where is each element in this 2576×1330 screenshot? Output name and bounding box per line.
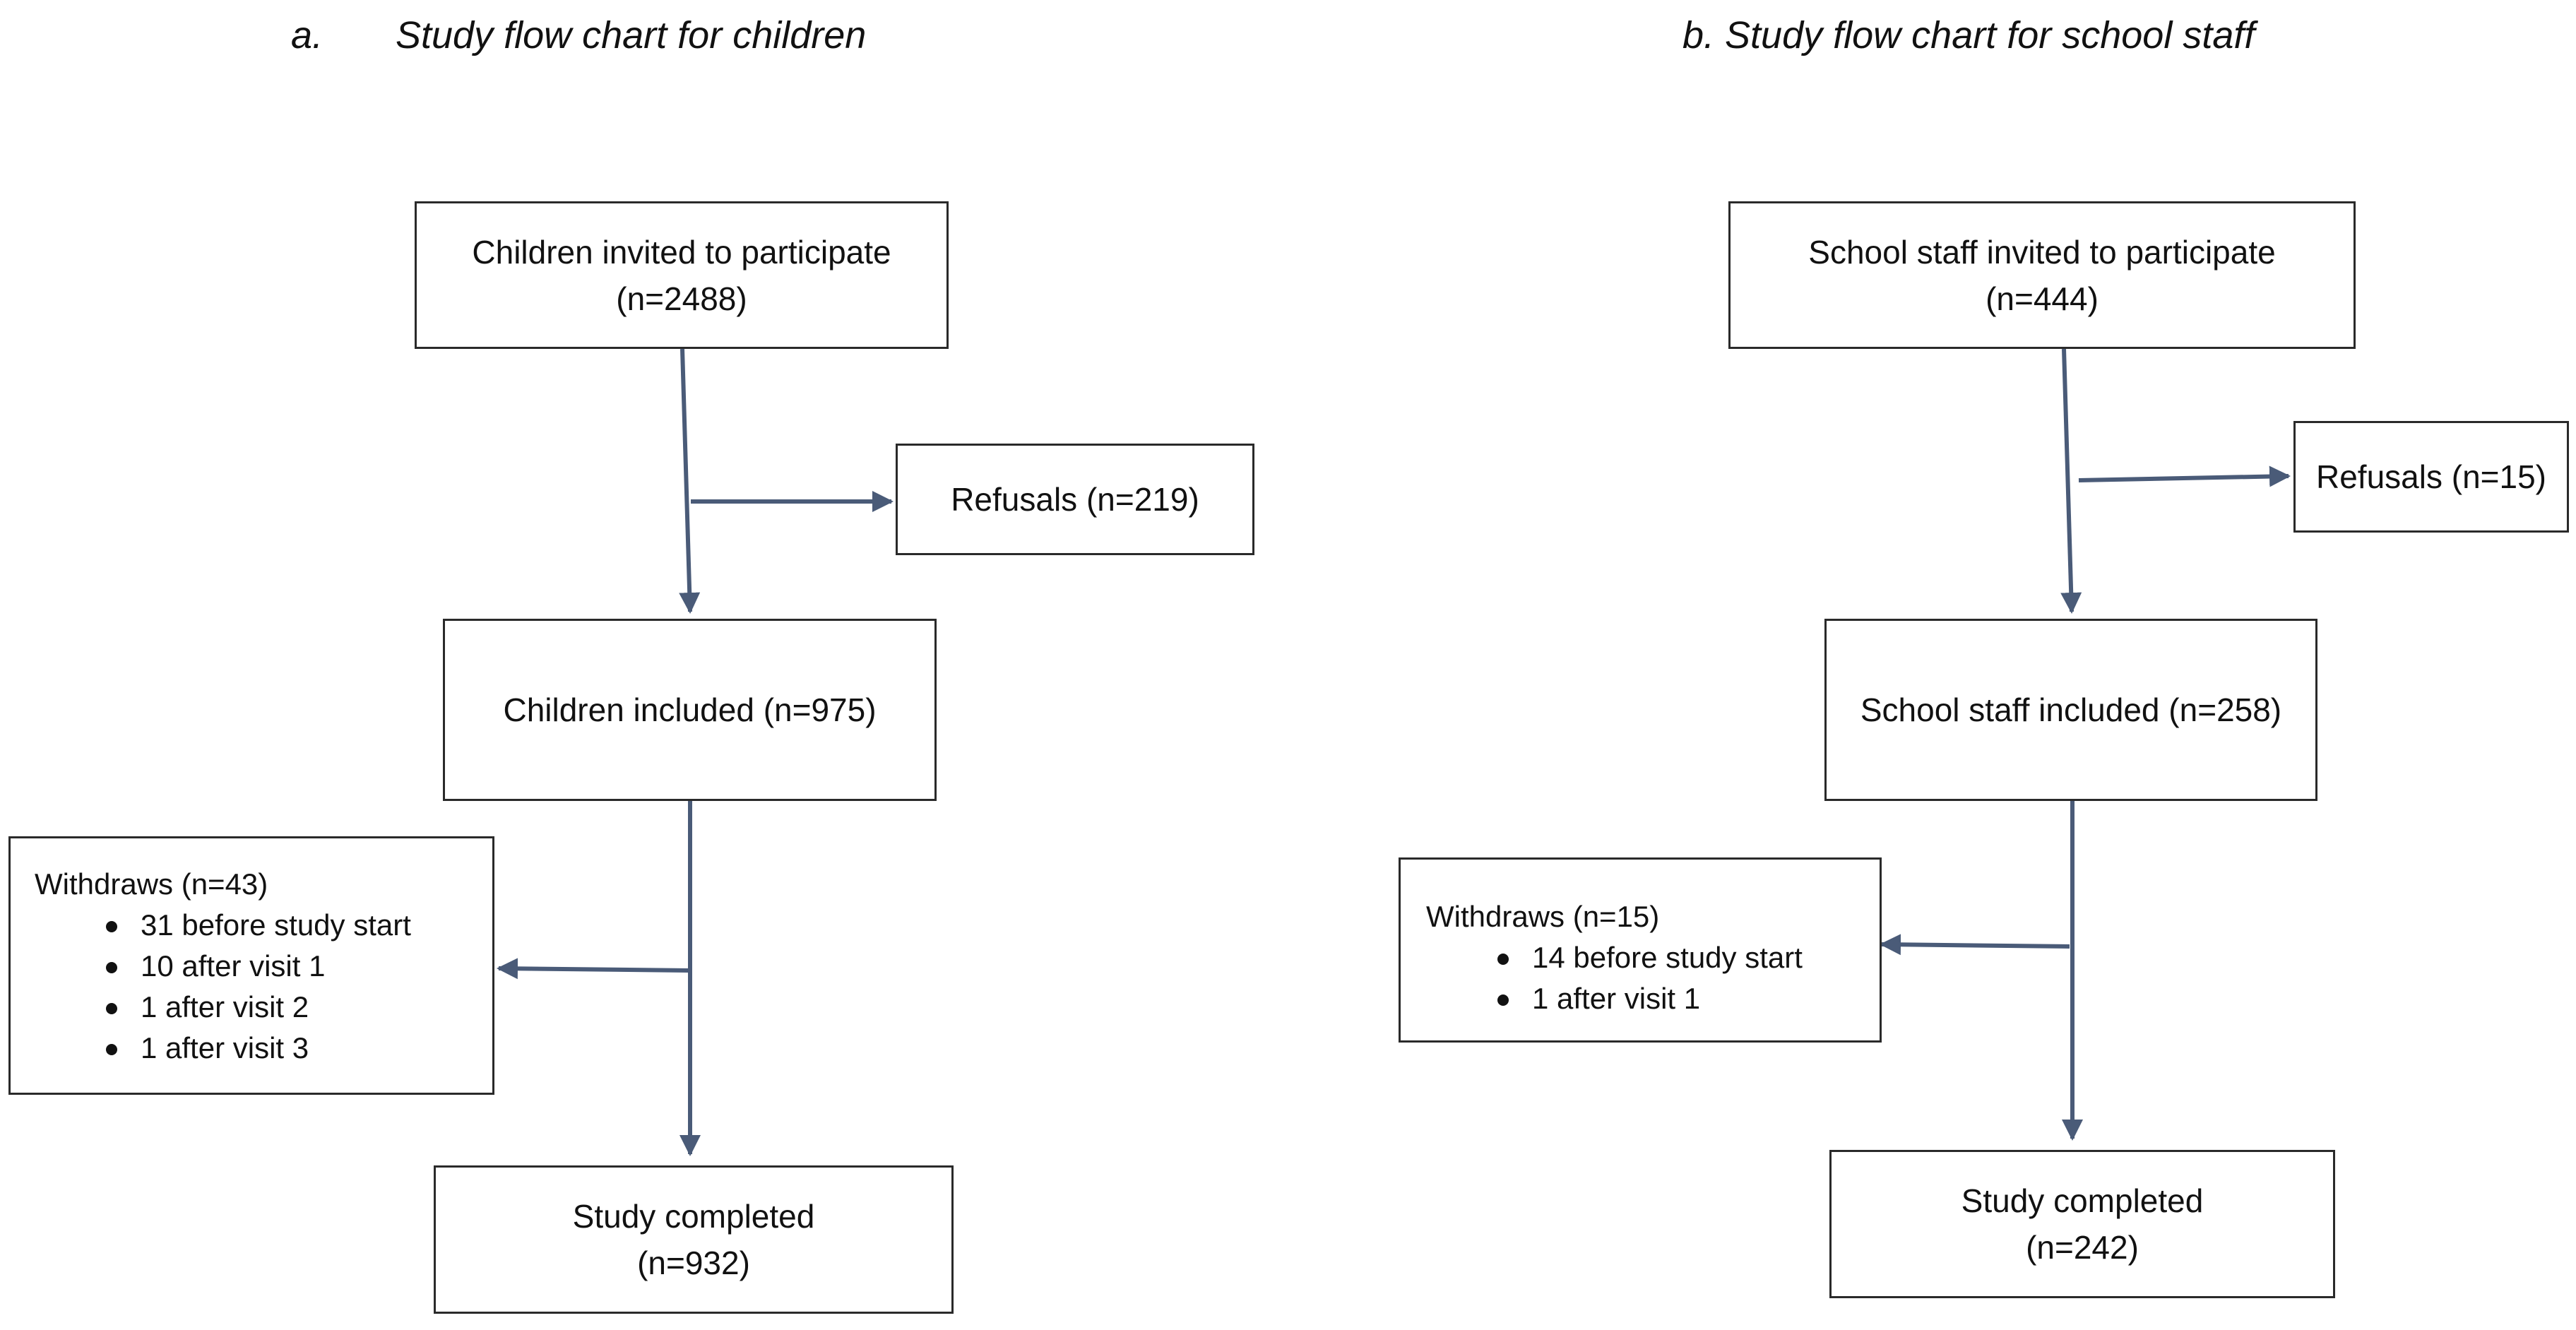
panel-a-refusals-label: Refusals (n=219)	[951, 481, 1199, 518]
panel-b-invited-label: School staff invited to participate	[1808, 233, 2276, 271]
arrow-a-to-withdraws	[497, 958, 690, 980]
panel-b-included-box: School staff included (n=258)	[1824, 619, 2317, 801]
list-item: 1 after visit 3	[73, 1028, 492, 1069]
panel-a-completed-count: (n=932)	[637, 1245, 750, 1281]
list-item: 14 before study start	[1464, 937, 1880, 978]
panel-b-withdraws-box: Withdraws (n=15) 14 before study start 1…	[1399, 857, 1882, 1043]
list-item: 1 after visit 1	[1464, 978, 1880, 1019]
panel-a-withdraws-list: 31 before study start 10 after visit 1 1…	[73, 905, 492, 1069]
panel-a-completed-box: Study completed (n=932)	[434, 1165, 954, 1314]
panel-a-withdraws-box: Withdraws (n=43) 31 before study start 1…	[8, 836, 494, 1095]
arrow-a-invited-to-included	[679, 348, 701, 614]
arrow-b-to-refusals	[2078, 465, 2291, 487]
list-item: 1 after visit 2	[73, 987, 492, 1028]
panel-a-invited-label: Children invited to participate	[472, 233, 891, 271]
list-item: 31 before study start	[73, 905, 492, 946]
panel-b-included-label: School staff included (n=258)	[1860, 691, 2282, 728]
arrow-b-to-withdraws	[1880, 934, 2070, 956]
arrow-b-invited-to-included	[2060, 348, 2082, 614]
panel-b-completed-count: (n=242)	[2026, 1229, 2139, 1266]
panel-a-title-letter: a.	[291, 14, 324, 57]
panel-a-invited-count: (n=2488)	[616, 280, 747, 317]
panel-b-withdraws-list: 14 before study start 1 after visit 1	[1464, 937, 1880, 1019]
panel-b-withdraws-header: Withdraws (n=15)	[1426, 900, 1660, 933]
panel-a-included-box: Children included (n=975)	[443, 619, 937, 801]
list-item: 10 after visit 1	[73, 946, 492, 987]
panel-b-refusals-box: Refusals (n=15)	[2293, 421, 2569, 533]
panel-a-completed-label: Study completed	[572, 1198, 815, 1235]
panel-b-invited-count: (n=444)	[1986, 280, 2099, 317]
panel-b-title: b. Study flow chart for school staff	[1682, 14, 2255, 57]
panel-a-title-text: Study flow chart for children	[396, 14, 867, 57]
panel-b-completed-label: Study completed	[1961, 1182, 2204, 1219]
panel-b-invited-box: School staff invited to participate (n=4…	[1728, 201, 2356, 349]
panel-a-withdraws-header: Withdraws (n=43)	[35, 867, 268, 901]
panel-a-title: a. Study flow chart for children	[291, 10, 866, 61]
panel-b-refusals-label: Refusals (n=15)	[2316, 458, 2546, 495]
panel-b-completed-box: Study completed (n=242)	[1829, 1150, 2335, 1298]
panel-a-invited-box: Children invited to participate (n=2488)	[415, 201, 949, 349]
panel-a-refusals-box: Refusals (n=219)	[896, 444, 1254, 555]
panel-a-included-label: Children included (n=975)	[503, 691, 877, 728]
